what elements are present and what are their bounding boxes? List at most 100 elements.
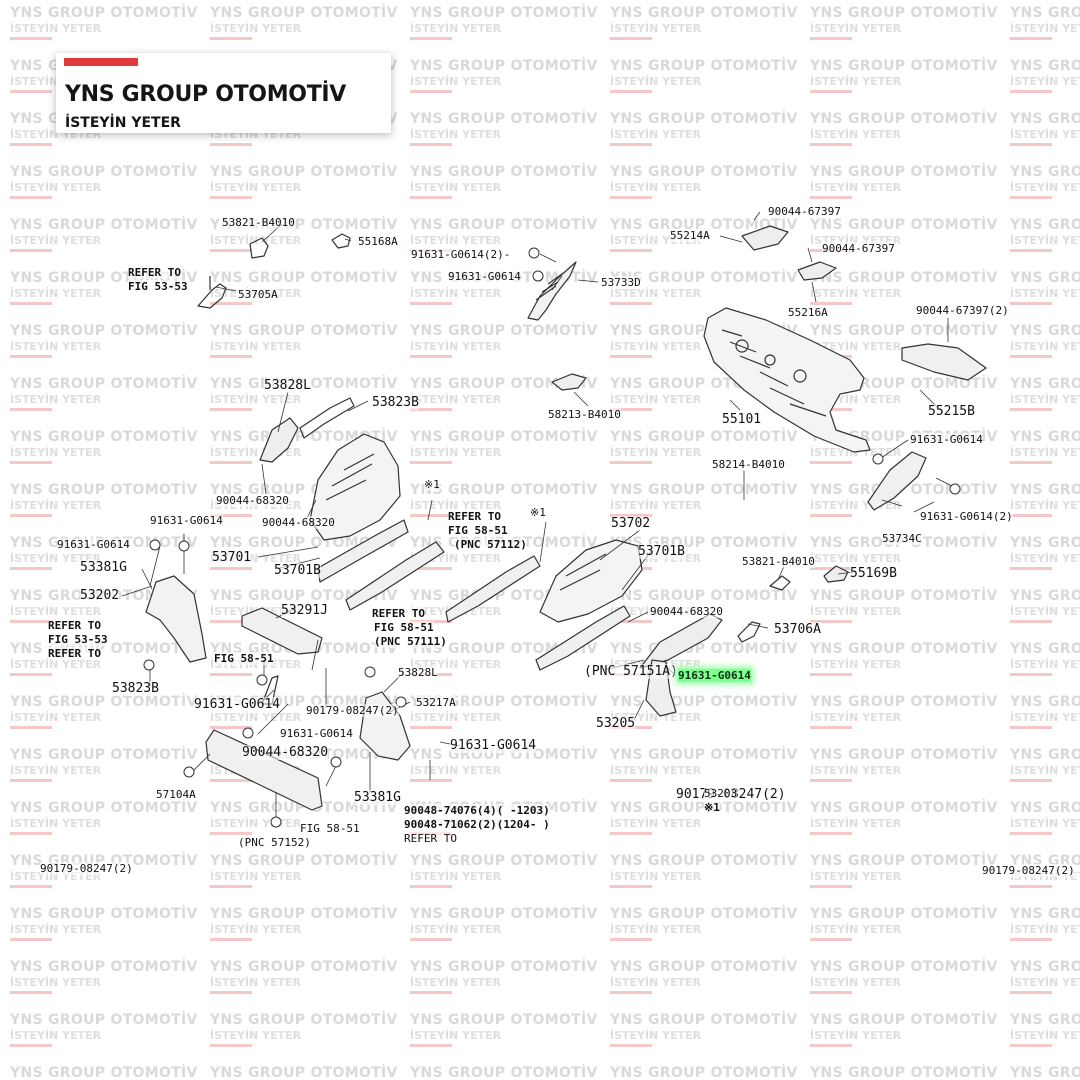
watermark-line2: İSTEYİN YETER — [410, 923, 502, 936]
watermark-bar — [410, 90, 452, 93]
part-53823b-bracket — [299, 397, 355, 439]
watermark-line1: YNS GROUP OTOMOTİV — [810, 217, 998, 233]
part-53734c-support — [867, 451, 927, 511]
watermark-bar — [810, 461, 852, 464]
watermark-line1: YNS GROUP OTOMOTİV — [10, 217, 198, 233]
part-55101-dash-panel — [703, 307, 871, 453]
watermark-line2: İSTEYİN YETER — [410, 764, 502, 777]
watermark-line2: İSTEYİN YETER — [1010, 128, 1080, 141]
part-label: 90179-08247(2) — [40, 862, 133, 875]
watermark-line2: İSTEYİN YETER — [410, 340, 502, 353]
watermark-bar — [810, 938, 852, 941]
watermark-line1: YNS GROUP OTOMOTİV — [10, 1065, 198, 1080]
watermark-line1: YNS GROUP OTOMOTİV — [810, 959, 998, 975]
watermark-bar — [10, 991, 52, 994]
watermark-bar — [210, 885, 252, 888]
watermark-line1: YNS GROUP OTOMOTİV — [210, 906, 398, 922]
watermark-line1: YNS GROUP OTOMOTİV — [1010, 429, 1080, 445]
watermark-line1: YNS GROUP OTOMOTİV — [410, 1065, 598, 1080]
watermark-line2: İSTEYİN YETER — [610, 817, 702, 830]
watermark-bar — [610, 37, 652, 40]
watermark-line1: YNS GROUP OTOMOTİV — [1010, 588, 1080, 604]
watermark-bar — [210, 302, 252, 305]
watermark-line2: İSTEYİN YETER — [210, 711, 302, 724]
part-label: 53706A — [774, 622, 821, 637]
watermark-line1: YNS GROUP OTOMOTİV — [810, 58, 998, 74]
watermark-line1: YNS GROUP OTOMOTİV — [1010, 1065, 1080, 1080]
watermark-line1: YNS GROUP OTOMOTİV — [1010, 694, 1080, 710]
part-label: 53702 — [611, 516, 651, 531]
part-label: 91631-G0614(2) — [920, 510, 1013, 523]
watermark-line2: İSTEYİN YETER — [1010, 923, 1080, 936]
watermark-line1: YNS GROUP OTOMOTİV — [1010, 111, 1080, 127]
watermark-line1: YNS GROUP OTOMOTİV — [10, 959, 198, 975]
part-label: 91631-G0614 — [450, 738, 537, 753]
watermark-bar — [1010, 90, 1052, 93]
part-label: 53828L — [398, 666, 438, 679]
part-label: ※1 — [704, 801, 720, 814]
watermark-line2: İSTEYİN YETER — [410, 711, 502, 724]
watermark-line2: İSTEYİN YETER — [810, 287, 902, 300]
watermark-line1: YNS GROUP OTOMOTİV — [1010, 323, 1080, 339]
watermark-line2: İSTEYİN YETER — [10, 340, 102, 353]
watermark-bar — [610, 514, 652, 517]
watermark-bar — [810, 991, 852, 994]
watermark-line1: YNS GROUP OTOMOTİV — [610, 800, 798, 816]
part-label: 53705A — [238, 288, 278, 301]
watermark-bar — [10, 1044, 52, 1047]
watermark-bar — [810, 726, 852, 729]
watermark-line1: YNS GROUP OTOMOTİV — [810, 853, 998, 869]
watermark-bar — [610, 90, 652, 93]
watermark-line1: YNS GROUP OTOMOTİV — [610, 164, 798, 180]
watermark-line1: YNS GROUP OTOMOTİV — [10, 747, 198, 763]
watermark-bar — [10, 302, 52, 305]
watermark-bar — [810, 90, 852, 93]
part-label: 57104A — [156, 788, 196, 801]
watermark-line2: İSTEYİN YETER — [810, 128, 902, 141]
part-label: 53828L — [264, 378, 311, 393]
part-label: 53821-B4010 — [222, 216, 295, 229]
watermark-line1: YNS GROUP OTOMOTİV — [410, 959, 598, 975]
part-label: 53733D — [601, 276, 641, 289]
watermark-line2: İSTEYİN YETER — [810, 711, 902, 724]
watermark-bar — [10, 832, 52, 835]
watermark-line1: YNS GROUP OTOMOTİV — [410, 164, 598, 180]
watermark-line1: YNS GROUP OTOMOTİV — [1010, 217, 1080, 233]
part-label: (PNC 57111) — [374, 635, 447, 648]
watermark-line2: İSTEYİN YETER — [410, 128, 502, 141]
watermark-bar — [610, 991, 652, 994]
part-53202-support — [145, 575, 207, 663]
watermark-line1: YNS GROUP OTOMOTİV — [410, 853, 598, 869]
watermark-bar — [10, 938, 52, 941]
watermark-bar — [210, 620, 252, 623]
watermark-line1: YNS GROUP OTOMOTİV — [210, 959, 398, 975]
watermark-line1: YNS GROUP OTOMOTİV — [610, 482, 798, 498]
part-53828l-bracket — [259, 417, 299, 463]
watermark-line2: İSTEYİN YETER — [210, 340, 302, 353]
part-label: 53701B — [274, 563, 321, 578]
watermark-bar — [410, 408, 452, 411]
watermark-line2: İSTEYİN YETER — [1010, 605, 1080, 618]
part-label: 90179-08247(2) — [982, 864, 1075, 877]
watermark-bar — [610, 355, 652, 358]
